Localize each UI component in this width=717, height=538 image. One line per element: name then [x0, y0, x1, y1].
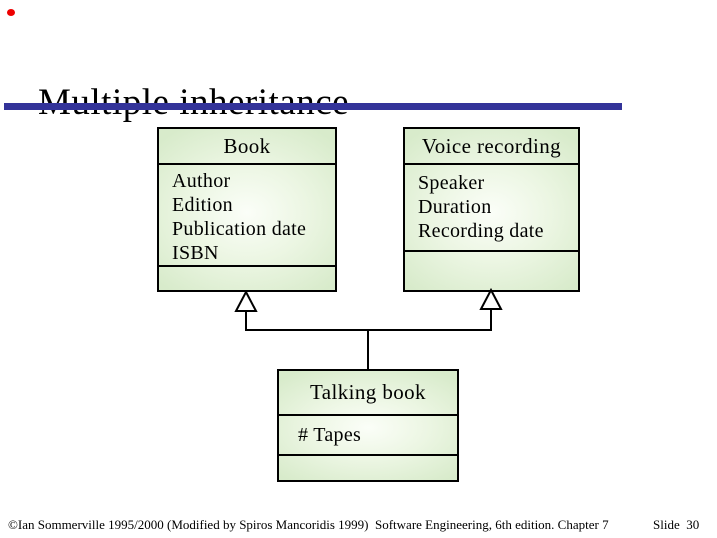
class-name: Voice recording	[405, 129, 578, 165]
class-name: Book	[159, 129, 335, 165]
connector-line	[245, 309, 492, 331]
class-box-voice-recording: Voice recording Speaker Duration Recordi…	[403, 127, 580, 292]
footer-course-reference: Software Engineering, 6th edition. Chapt…	[375, 517, 609, 532]
talking-book-attributes: # Tapes	[279, 416, 457, 456]
class-box-book: Book Author Edition Publication date ISB…	[157, 127, 337, 292]
book-attributes: Author Edition Publication date ISBN	[159, 165, 335, 267]
generalization-arrow-left	[234, 289, 258, 312]
attribute: ISBN	[172, 242, 219, 264]
class-name: Talking book	[279, 371, 457, 416]
footer-slide-number: Slide 30	[653, 517, 700, 532]
class-box-talking-book: Talking book # Tapes	[277, 369, 459, 482]
operations-compartment	[405, 252, 578, 290]
attribute: Recording date	[418, 220, 544, 242]
attribute: Speaker	[418, 172, 485, 194]
operations-compartment	[279, 456, 457, 480]
operations-compartment	[159, 267, 335, 290]
generalization-arrow-right	[479, 287, 503, 310]
attribute: Publication date	[172, 218, 307, 240]
voice-recording-attributes: Speaker Duration Recording date	[405, 165, 578, 252]
title-underline	[4, 103, 622, 110]
footer-copyright: ©Ian Sommerville 1995/2000 (Modified by …	[8, 517, 369, 532]
attribute: Duration	[418, 196, 492, 218]
attribute: Author	[172, 170, 231, 192]
red-marker-dot	[7, 9, 15, 16]
attribute: Edition	[172, 194, 233, 216]
attribute: # Tapes	[298, 424, 362, 446]
page-title: Multiple inheritance	[38, 81, 349, 124]
